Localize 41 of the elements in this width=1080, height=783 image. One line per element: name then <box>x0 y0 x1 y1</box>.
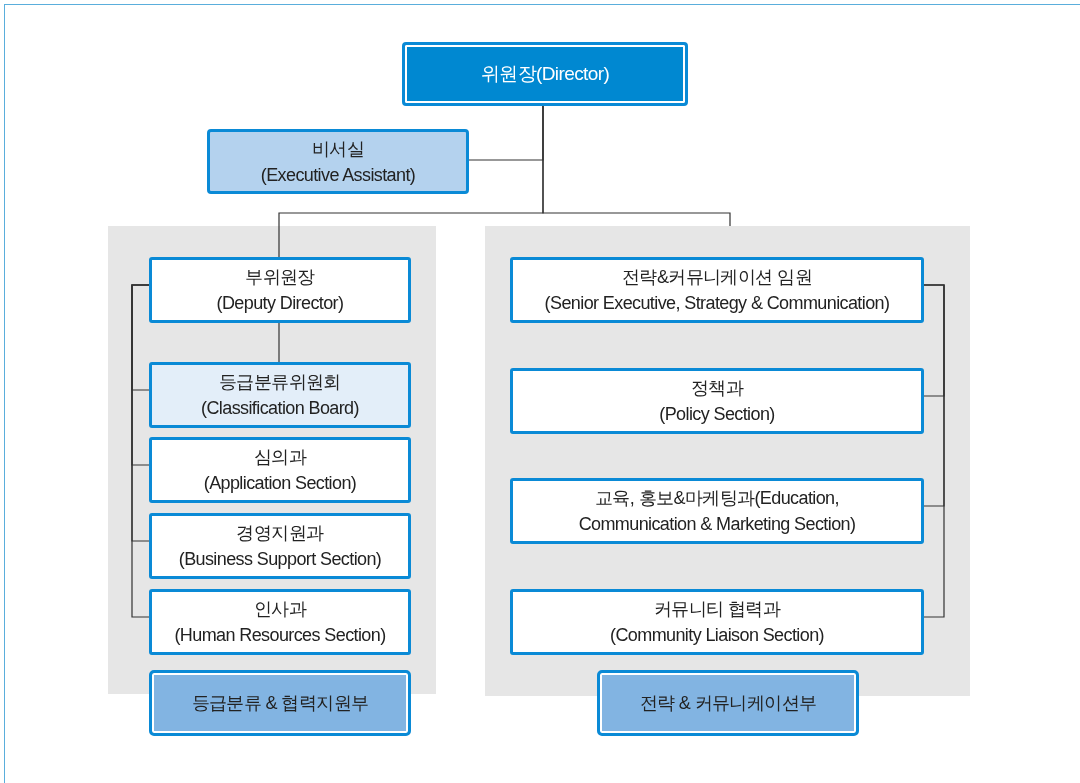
connector-line <box>278 322 280 363</box>
unit-name: 위원장(Director) <box>480 62 610 86</box>
director-box <box>402 42 688 106</box>
english-name: (Application Section) <box>203 472 357 495</box>
korean-name: 인사과 <box>253 598 307 621</box>
english-name: (Classification Board) <box>201 397 359 420</box>
korean-name: 전략&커뮤니케이션 임원 <box>622 266 812 289</box>
korean-name: 부위원장 <box>245 266 315 289</box>
section-box <box>510 368 924 434</box>
english-name: (Human Resources Section) <box>174 624 386 647</box>
board-box <box>149 362 411 428</box>
korean-name: 비서실 <box>311 137 365 161</box>
section-box <box>149 437 411 503</box>
korean-name: 등급분류위원회 <box>219 371 341 394</box>
english-name: (Community Liaison Section) <box>610 624 824 647</box>
assistant-box <box>207 129 469 194</box>
section-box <box>510 257 924 323</box>
korean-name: 심의과 <box>253 446 307 469</box>
unit-name: 등급분류 & 협력지원부 <box>191 692 369 715</box>
section-box <box>149 589 411 655</box>
connector-line <box>923 284 945 618</box>
division-panel <box>108 226 436 694</box>
section-box <box>510 478 924 544</box>
connector-line <box>131 284 150 618</box>
division-label-box <box>597 670 859 736</box>
unit-name: 교육, 홍보&마케팅과(Education, Communication & Marketing Section) <box>577 487 857 536</box>
division-label-box <box>149 670 411 736</box>
korean-name: 정책과 <box>690 377 744 400</box>
english-name: (Policy Section) <box>659 403 775 426</box>
english-name: (Senior Executive, Strategy & Communication) <box>544 292 890 315</box>
unit-name: 전략 & 커뮤니케이션부 <box>639 692 817 715</box>
korean-name: 커뮤니티 협력과 <box>653 598 781 621</box>
division-panel <box>485 226 970 696</box>
english-name: (Deputy Director) <box>216 292 344 315</box>
korean-name: 경영지원과 <box>236 522 324 545</box>
english-name: (Executive Assistant) <box>260 163 416 187</box>
section-box <box>149 513 411 579</box>
section-box <box>510 589 924 655</box>
connector-line <box>542 105 731 227</box>
section-box <box>149 257 411 323</box>
english-name: (Business Support Section) <box>178 548 382 571</box>
